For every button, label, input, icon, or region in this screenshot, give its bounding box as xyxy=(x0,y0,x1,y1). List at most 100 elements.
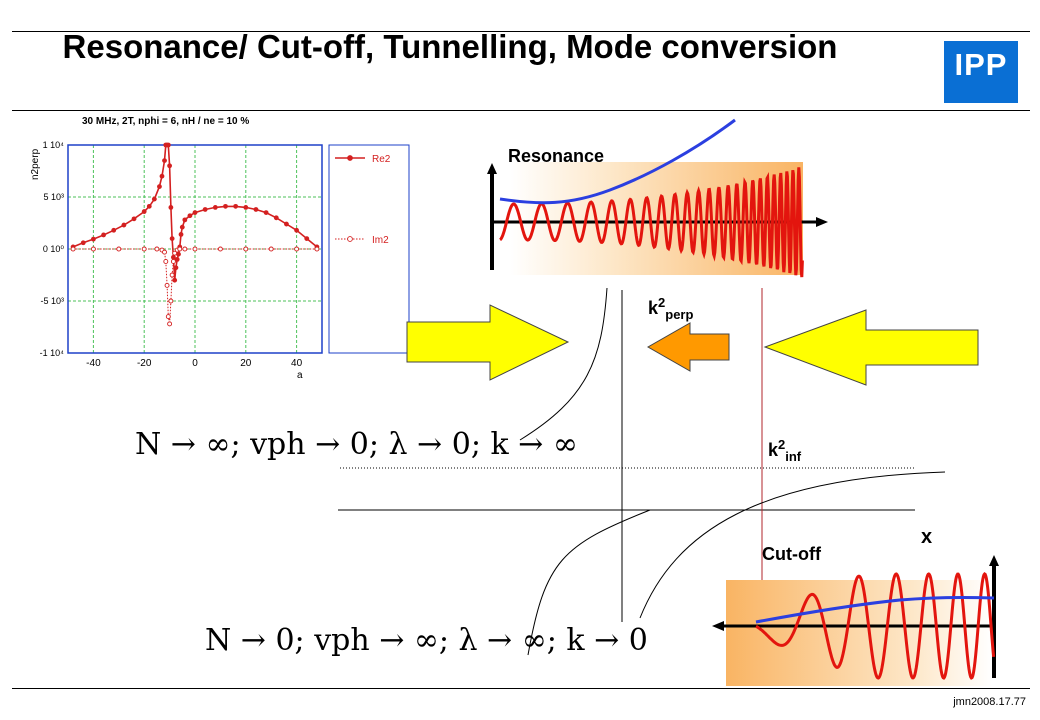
x-tick-label: 0 xyxy=(192,358,198,369)
logo-text: IPP xyxy=(954,47,1008,82)
x-tick-label: 20 xyxy=(240,358,252,369)
chart-frame xyxy=(67,144,323,354)
data-point-im2 xyxy=(294,246,300,252)
x-tick-label: -40 xyxy=(86,358,101,369)
k2perp-label: k2perp xyxy=(648,295,693,322)
cutoff-label: Cut-off xyxy=(762,544,822,564)
title-rule xyxy=(12,110,1030,111)
data-point-re2 xyxy=(168,205,174,210)
data-point-re2 xyxy=(174,257,180,262)
chart-title: 30 MHz, 2T, nphi = 6, nH / ne = 10 % xyxy=(82,116,249,127)
resonance-limits-equation: N → ∞; vph → 0; λ → 0; k → ∞ xyxy=(135,427,578,462)
data-point-re2 xyxy=(162,158,167,164)
data-point-im2 xyxy=(314,246,320,252)
y-tick-label: -5 10³ xyxy=(40,296,64,306)
legend-label-im2: Im2 xyxy=(372,235,389,246)
data-point-re2 xyxy=(167,163,173,169)
data-point-re2 xyxy=(151,196,157,202)
cutoff-limits-equation: N → 0; vph → ∞; λ → ∞; k → 0 xyxy=(205,623,648,658)
data-point-re2 xyxy=(165,142,171,148)
data-point-im2 xyxy=(167,321,173,327)
y-tick-label: 1 10⁴ xyxy=(43,140,65,150)
data-point-re2 xyxy=(91,236,96,242)
data-point-re2 xyxy=(173,265,179,271)
cutoff-inset-y-arrow xyxy=(989,555,999,566)
data-point-im2 xyxy=(192,246,198,252)
data-point-im2 xyxy=(116,246,122,252)
data-point-re2 xyxy=(157,184,162,190)
cutoff-wave xyxy=(755,572,996,680)
ipp-logo: IPP xyxy=(944,41,1018,103)
data-point-im2 xyxy=(177,246,183,252)
data-point-re2 xyxy=(146,203,152,209)
y-tick-label: -1 10⁴ xyxy=(40,348,65,358)
data-point-re2 xyxy=(141,209,147,214)
resonance-inset-y-arrow xyxy=(487,163,497,174)
data-point-re2 xyxy=(273,215,279,221)
data-point-re2 xyxy=(131,216,137,222)
data-point-im2 xyxy=(217,246,223,252)
x-axis-label: x xyxy=(921,526,932,548)
chart-series xyxy=(70,142,320,327)
x-tick-label: -20 xyxy=(137,358,152,369)
footer-rule xyxy=(12,688,1030,689)
data-point-im2 xyxy=(154,246,160,252)
data-point-im2 xyxy=(141,246,147,252)
data-point-im2 xyxy=(182,246,188,252)
legend-marker-im2 xyxy=(347,236,353,242)
cutoff-branch-curve xyxy=(639,471,946,619)
data-point-im2 xyxy=(90,246,96,252)
slide-title: Resonance/ Cut-off, Tunnelling, Mode con… xyxy=(62,28,838,65)
data-point-re2 xyxy=(187,213,193,219)
k2perp-sup: 2 xyxy=(658,295,665,310)
y-tick-label: 5 10³ xyxy=(43,192,64,202)
chart-x-label: a xyxy=(297,370,303,381)
footer-reference: jmn2008.17.77 xyxy=(953,696,1026,708)
data-point-re2 xyxy=(253,207,259,212)
data-point-re2 xyxy=(111,227,117,233)
dispersion-chart: 30 MHz, 2T, nphi = 6, nH / ne = 10 % n2p… xyxy=(30,116,410,381)
k2inf-base: k xyxy=(768,440,779,460)
data-point-im2 xyxy=(165,314,171,320)
data-point-im2 xyxy=(168,298,174,304)
data-point-re2 xyxy=(192,210,198,216)
data-point-im2 xyxy=(70,246,76,252)
data-point-im2 xyxy=(163,259,169,264)
data-point-im2 xyxy=(164,282,170,288)
data-point-re2 xyxy=(304,236,310,242)
data-point-im2 xyxy=(162,249,167,255)
data-point-re2 xyxy=(80,240,86,246)
small-orange-arrow xyxy=(646,322,730,372)
data-point-re2 xyxy=(182,217,188,223)
legend-marker-re2 xyxy=(347,155,353,161)
top-rule xyxy=(12,31,1030,32)
k2inf-label: k2inf xyxy=(768,437,802,464)
data-point-re2 xyxy=(179,224,185,230)
legend-frame xyxy=(328,144,410,354)
k2perp-sub: perp xyxy=(665,307,693,322)
resonance-inset: Resonance xyxy=(487,118,828,278)
data-point-re2 xyxy=(176,251,181,257)
data-point-im2 xyxy=(268,246,274,252)
data-point-im2 xyxy=(172,250,178,256)
data-point-im2 xyxy=(243,246,249,252)
data-point-re2 xyxy=(178,232,184,237)
data-point-re2 xyxy=(284,221,289,227)
data-point-re2 xyxy=(202,207,208,212)
cutoff-inset: Cut-off xyxy=(712,544,999,686)
right-big-arrow xyxy=(763,309,979,386)
resonance-label: Resonance xyxy=(508,146,604,166)
data-point-re2 xyxy=(169,236,175,242)
data-point-re2 xyxy=(121,222,127,228)
data-point-re2 xyxy=(233,203,239,209)
resonance-branch-curve xyxy=(519,287,608,441)
chart-y-label: n2perp xyxy=(30,148,41,180)
resonance-envelope xyxy=(499,118,736,205)
data-point-re2 xyxy=(212,205,218,210)
lower-left-branch-curve xyxy=(527,509,651,656)
data-point-im2 xyxy=(169,272,175,278)
data-point-re2 xyxy=(223,203,228,209)
data-point-re2 xyxy=(159,173,165,179)
